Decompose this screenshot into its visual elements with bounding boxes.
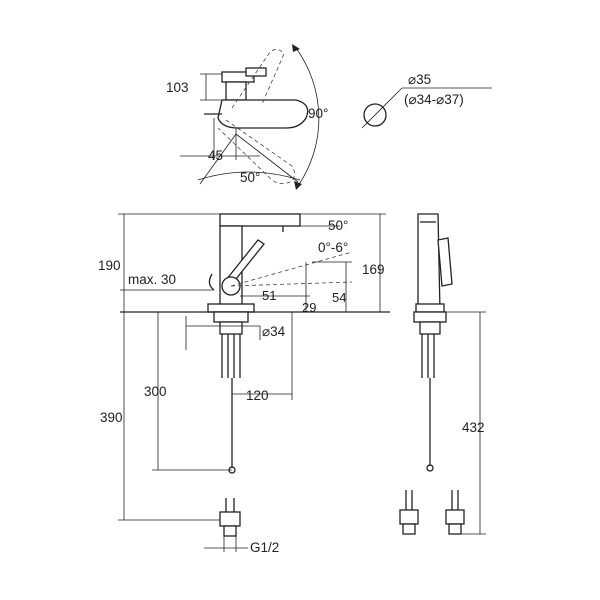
front-flange	[213, 311, 249, 323]
label-diameter-35: ⌀35	[408, 72, 431, 87]
hole-leader	[361, 87, 403, 129]
side-connector-left-thread	[402, 523, 416, 535]
side-flange	[413, 311, 447, 323]
label-g12: G1/2	[250, 540, 279, 555]
side-hose-right	[451, 490, 459, 510]
arc-50-ray-right	[235, 133, 299, 183]
label-45: 45	[208, 148, 223, 163]
label-diameter-range: (⌀34-⌀37)	[404, 92, 464, 107]
label-angle-90: 90°	[308, 106, 328, 121]
top-view	[180, 44, 320, 190]
side-nut	[419, 321, 441, 335]
front-hose-bundle	[221, 334, 241, 378]
label-169: 169	[362, 262, 385, 277]
side-lever	[437, 237, 453, 287]
label-390: 390	[100, 410, 123, 425]
front-connector-thread	[223, 525, 237, 537]
front-base	[207, 303, 255, 313]
top-spout	[217, 99, 309, 129]
front-spout	[219, 213, 301, 227]
label-max-30: max. 30	[128, 272, 176, 287]
arc-50-top	[197, 171, 301, 181]
side-view	[399, 213, 486, 535]
label-190: 190	[98, 258, 121, 273]
label-54: 54	[332, 290, 346, 305]
front-nut	[219, 321, 243, 335]
arc-50-ray-left	[199, 133, 237, 185]
label-tilt: 0°-6°	[318, 240, 348, 255]
arc-90-arrow-bottom	[294, 181, 302, 190]
front-connector-hose	[225, 498, 235, 512]
hole-diameter-symbol	[361, 87, 492, 129]
label-120: 120	[246, 388, 269, 403]
side-connector-left	[399, 509, 419, 525]
side-connector-right	[445, 509, 465, 525]
top-handle-stem	[225, 81, 247, 101]
hole-circle	[363, 103, 387, 127]
side-hose-left	[405, 490, 413, 510]
arc-90-arrow-top	[292, 44, 300, 52]
top-spout-rotated	[217, 119, 295, 184]
label-diameter-34: ⌀34	[262, 324, 286, 339]
side-hose-bundle	[421, 334, 435, 378]
side-body	[417, 213, 441, 313]
arc-90	[295, 47, 320, 187]
label-103: 103	[166, 80, 189, 95]
label-angle-50-top: 50°	[240, 170, 260, 185]
front-connector-nut	[219, 511, 241, 527]
side-base	[415, 303, 445, 313]
front-pop-up-lever	[208, 273, 215, 291]
label-29: 29	[302, 300, 316, 315]
side-connector-right-thread	[448, 523, 462, 535]
front-view	[118, 213, 390, 552]
label-51: 51	[262, 288, 276, 303]
label-angle-50-side: 50°	[328, 218, 348, 233]
label-300: 300	[144, 384, 167, 399]
side-rod-end	[426, 464, 434, 472]
tilt-ray	[230, 281, 353, 287]
label-432: 432	[462, 420, 485, 435]
